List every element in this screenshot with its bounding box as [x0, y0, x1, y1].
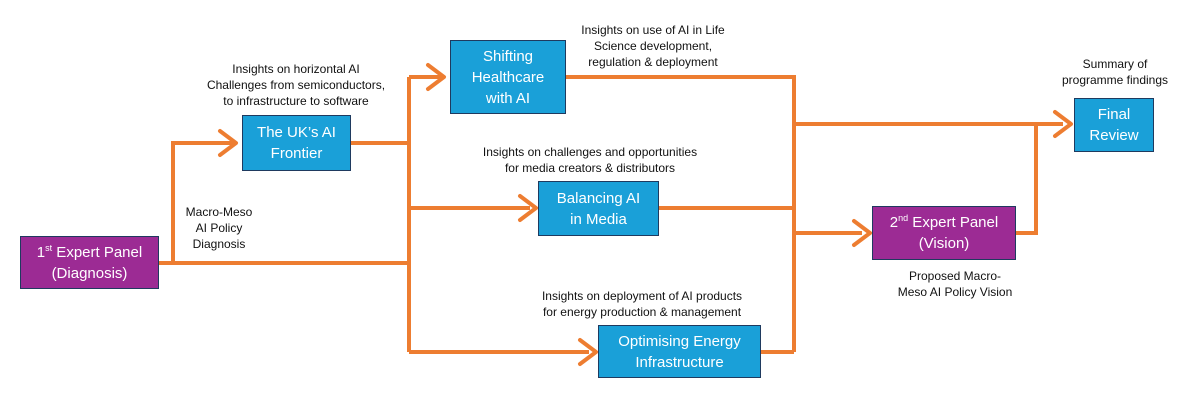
annotation-line: Insights on horizontal AI	[232, 62, 360, 76]
annotation-line: programme findings	[1061, 73, 1169, 87]
node-healthcare-line3: with AI	[485, 89, 531, 107]
node-uk-ai-frontier: The UK’s AI Frontier	[242, 115, 351, 171]
node-shifting-healthcare: Shifting Healthcare with AI	[450, 40, 566, 114]
node-energy-line2: Infrastructure	[635, 353, 724, 371]
annotation-line: Diagnosis	[192, 237, 246, 251]
annotation-vision-proposal: Proposed Macro- Meso AI Policy Vision	[880, 268, 1030, 300]
node-media-line1: Balancing AI	[556, 189, 641, 207]
node-uk-ai-line2: Frontier	[270, 145, 323, 162]
arrowhead-final	[1053, 110, 1073, 138]
annotation-line: Meso AI Policy Vision	[897, 285, 1013, 299]
arrowhead-media	[518, 194, 538, 222]
annotation-macro-meso-diagnosis: Macro-Meso AI Policy Diagnosis	[170, 204, 268, 252]
annotation-healthcare-insights: Insights on use of AI in Life Science de…	[560, 22, 746, 70]
node-expert2-title: 2nd Expert Panel	[889, 213, 999, 232]
node-final-line2: Review	[1089, 127, 1139, 144]
node-healthcare-line1: Shifting	[482, 47, 534, 65]
annotation-line: Insights on use of AI in Life	[581, 23, 725, 37]
annotation-line: regulation & deployment	[588, 55, 718, 69]
node-expert-panel-diagnosis: 1st Expert Panel (Diagnosis)	[20, 236, 159, 289]
node-healthcare-line2: Healthcare	[471, 68, 545, 86]
arrowhead-uk-ai	[218, 129, 238, 157]
annotation-line: Challenges from semiconductors,	[206, 78, 386, 92]
node-media-line2: in Media	[570, 210, 627, 228]
annotation-line: Science development,	[593, 39, 713, 53]
annotation-line: Proposed Macro-	[908, 269, 1002, 283]
annotation-line: Summary of	[1082, 57, 1148, 71]
node-expert1-subtitle: (Diagnosis)	[51, 264, 128, 282]
node-uk-ai-line1: The UK’s AI	[257, 124, 336, 141]
annotation-line: for media creators & distributors	[504, 161, 676, 175]
node-energy-line1: Optimising Energy	[618, 332, 741, 350]
arrowhead-energy	[578, 338, 598, 366]
annotation-line: Insights on deployment of AI products	[541, 289, 743, 303]
annotation-line: for energy production & management	[542, 305, 742, 319]
annotation-line: AI Policy	[195, 221, 243, 235]
node-optimising-energy: Optimising Energy Infrastructure	[598, 325, 761, 378]
arrowhead-expert2	[852, 219, 872, 247]
node-expert1-title: 1st Expert Panel	[36, 242, 143, 261]
connector-healthcare-out	[566, 75, 796, 352]
annotation-line: Macro-Meso	[185, 205, 253, 219]
annotation-uk-ai-insights: Insights on horizontal AI Challenges fro…	[176, 61, 416, 109]
node-final-review: Final Review	[1074, 98, 1154, 152]
annotation-energy-insights: Insights on deployment of AI products fo…	[517, 288, 767, 320]
annotation-line: Insights on challenges and opportunities	[482, 145, 698, 159]
annotation-media-insights: Insights on challenges and opportunities…	[454, 144, 726, 176]
annotation-line: to infrastructure to software	[223, 94, 369, 108]
annotation-summary-findings: Summary of programme findings	[1052, 56, 1178, 88]
connector-expert1-to-uk-ai	[171, 141, 236, 263]
node-expert2-subtitle: (Vision)	[918, 235, 970, 252]
node-expert-panel-vision: 2nd Expert Panel (Vision)	[872, 206, 1016, 260]
connector-expert2-to-final	[1016, 124, 1038, 235]
arrowhead-healthcare	[426, 63, 446, 91]
node-final-line1: Final	[1097, 106, 1131, 123]
node-balancing-ai-media: Balancing AI in Media	[538, 181, 659, 236]
